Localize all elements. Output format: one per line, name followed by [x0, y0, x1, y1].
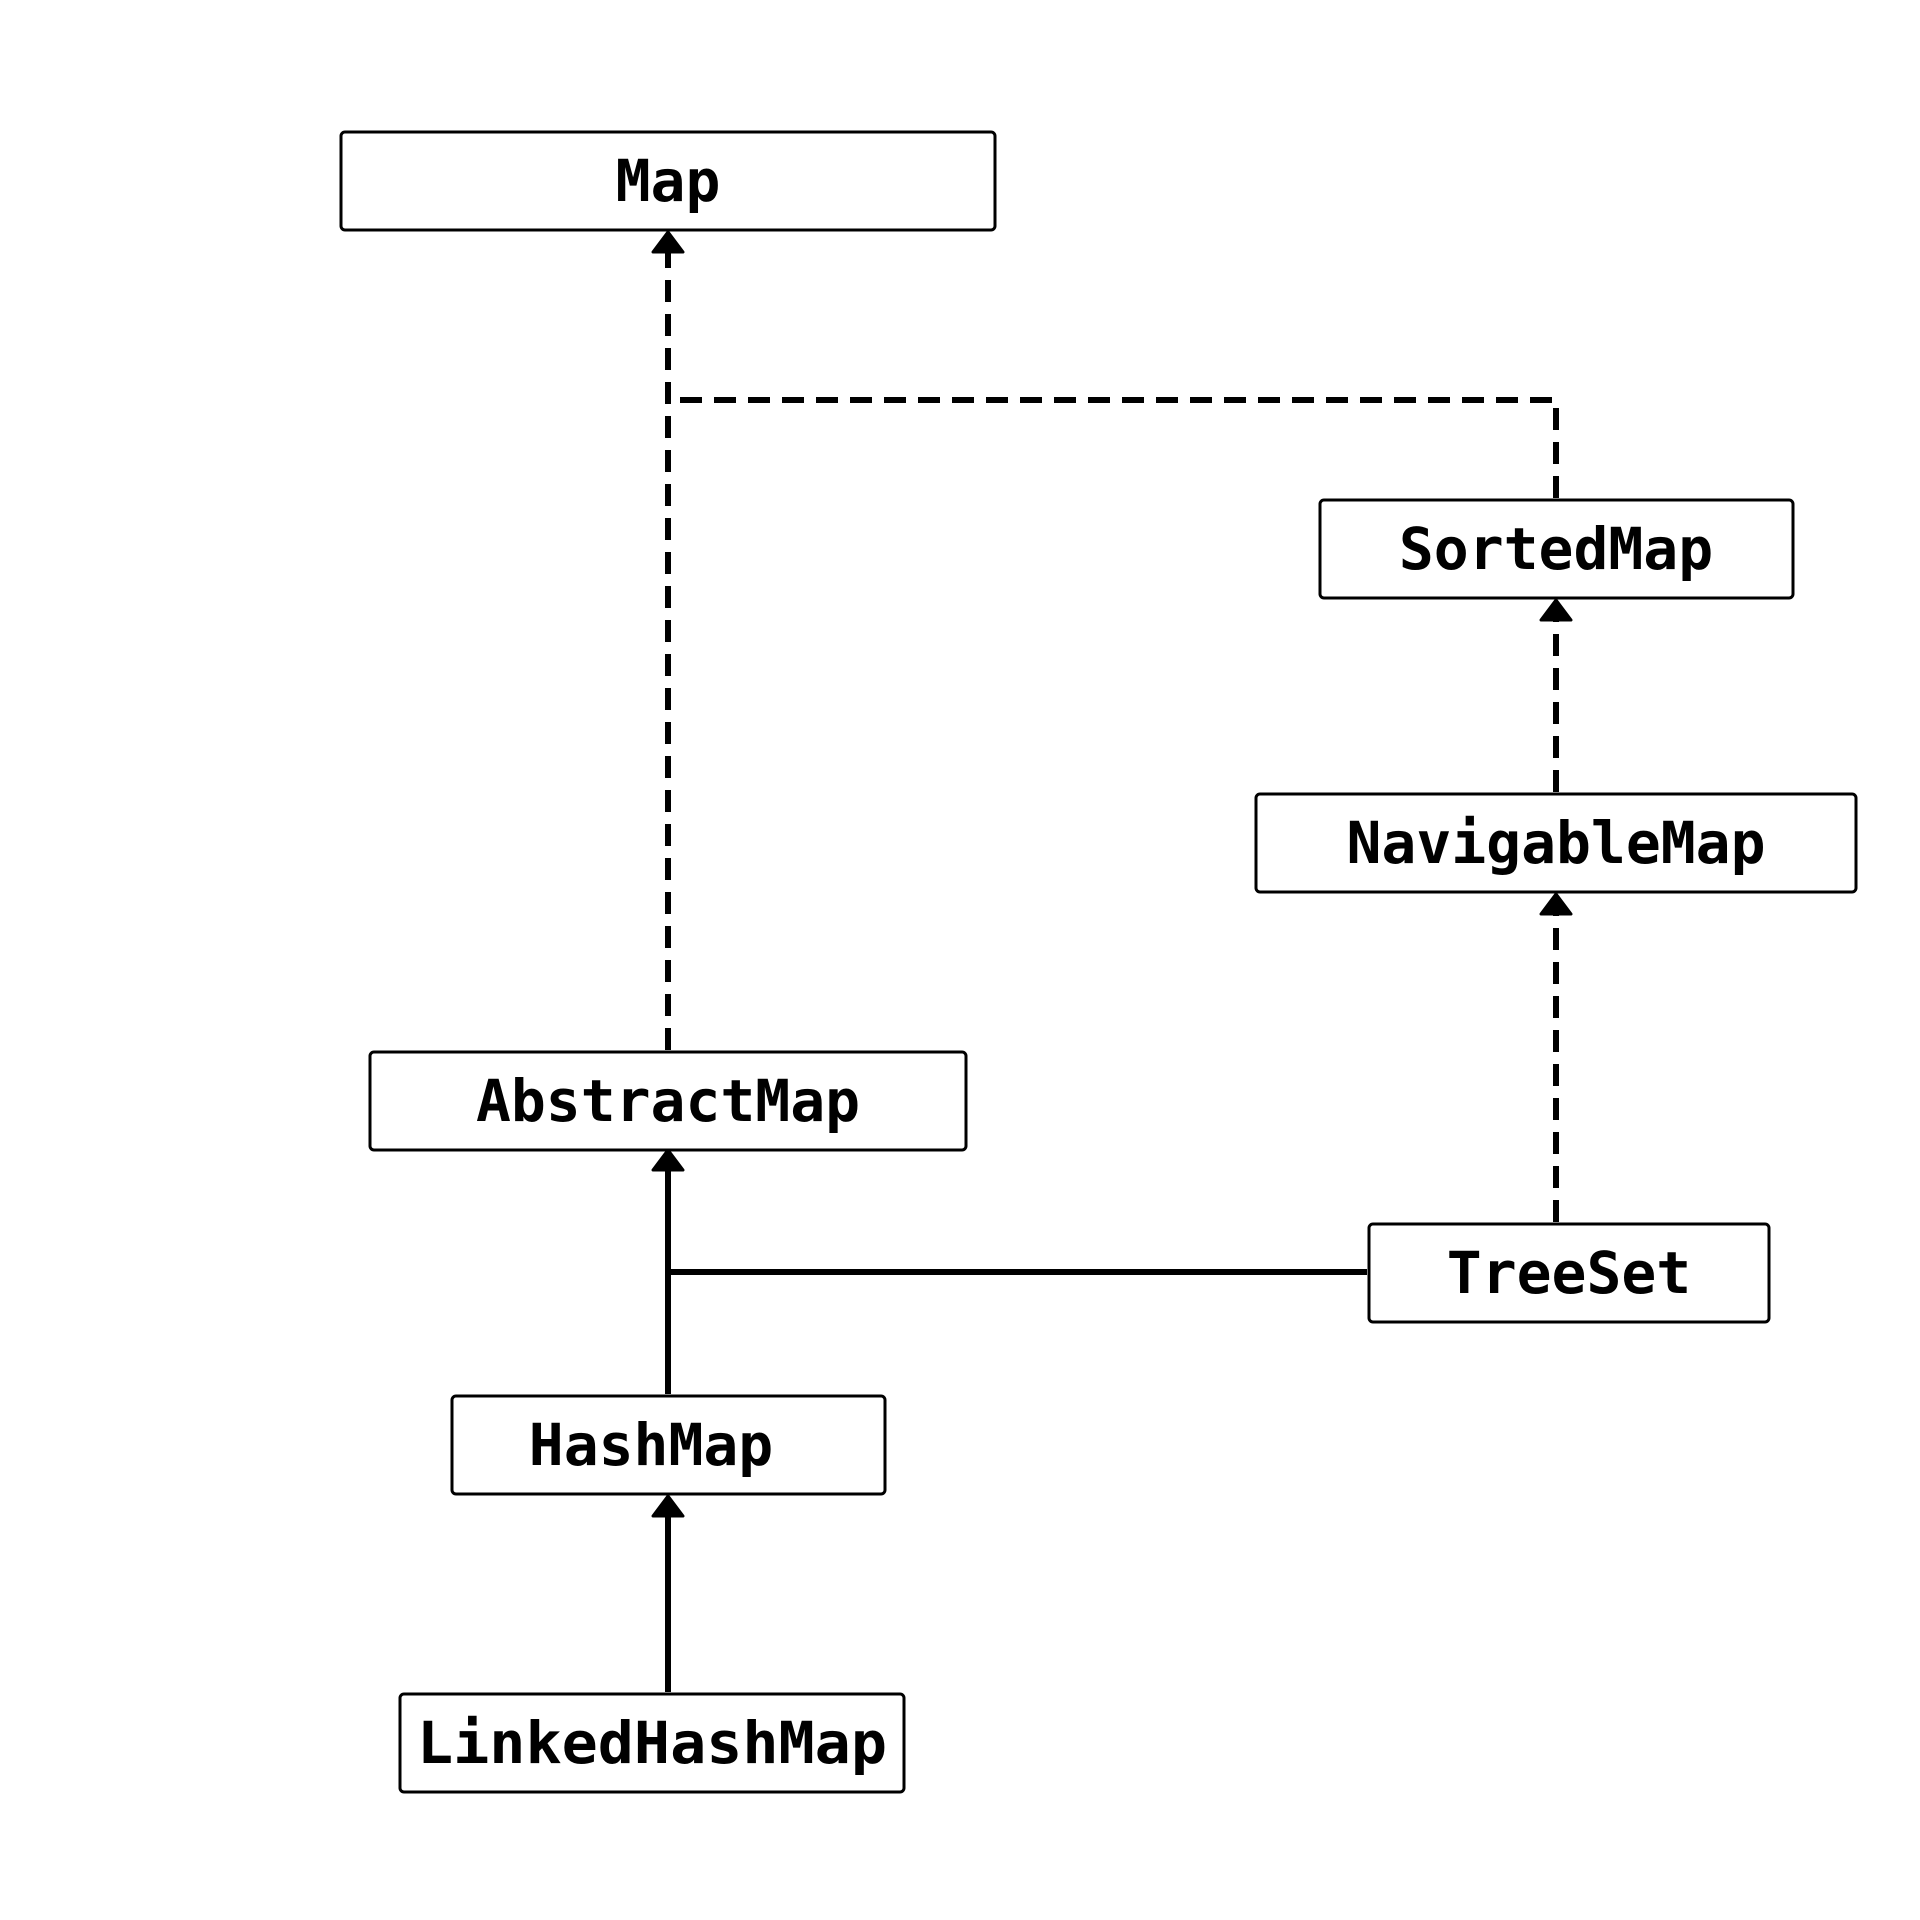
edges: AbstractMap (solid) --> AbstractMap (sol… — [665, 250, 1559, 1692]
arrowheads — [651, 230, 1573, 1518]
node-navigablemap[interactable]: NavigableMap — [1254, 792, 1858, 894]
node-hashmap[interactable]: HashMap — [450, 1394, 887, 1496]
node-box — [398, 1692, 906, 1794]
node-label: SortedMap — [1399, 515, 1713, 583]
arrowhead-into-map — [651, 230, 685, 254]
node-sortedmap[interactable]: SortedMap — [1318, 498, 1795, 600]
arrowhead-into-navigablemap — [1539, 892, 1573, 916]
node-box — [450, 1394, 887, 1496]
node-label: NavigableMap — [1346, 809, 1765, 877]
arrowhead-into-sortedmap — [1539, 598, 1573, 622]
node-label: HashMap — [529, 1411, 773, 1479]
edge-sortedmap-to-map — [668, 397, 1559, 498]
node-label: LinkedHashMap — [417, 1709, 887, 1777]
arrowhead-into-abstractmap — [651, 1148, 685, 1172]
node-treeset[interactable]: TreeSet — [1367, 1222, 1771, 1324]
node-label: TreeSet — [1447, 1239, 1691, 1307]
node-box — [1254, 792, 1858, 894]
node-label: Map — [616, 147, 721, 215]
node-box — [368, 1050, 968, 1152]
arrowhead-into-hashmap — [651, 1494, 685, 1518]
node-box — [1367, 1222, 1771, 1324]
node-box — [339, 130, 997, 232]
node-box — [1318, 498, 1795, 600]
node-abstractmap[interactable]: AbstractMap — [368, 1050, 968, 1152]
node-label: AbstractMap — [476, 1067, 860, 1135]
node-linkedhashmap[interactable]: LinkedHashMap — [398, 1692, 906, 1794]
node-map[interactable]: Map — [339, 130, 997, 232]
